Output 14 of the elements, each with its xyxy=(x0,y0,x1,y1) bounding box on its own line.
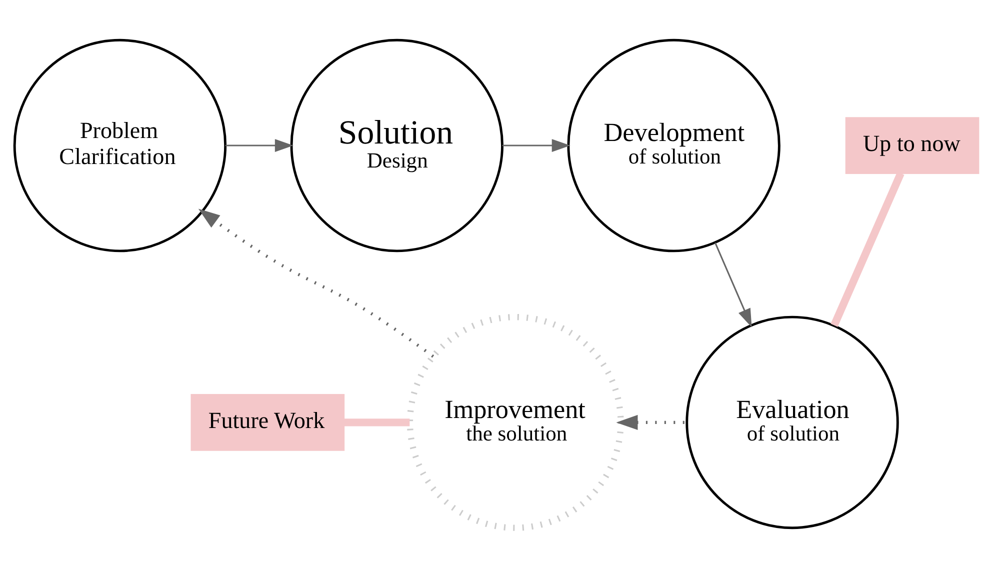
node-circle: Problem Clarification xyxy=(13,38,227,252)
connector xyxy=(830,171,904,326)
node-circle: Evaluation of solution xyxy=(686,315,899,529)
node-circle: Solution Design xyxy=(290,38,504,252)
connector xyxy=(344,418,410,426)
node-circle: Development of solution xyxy=(567,38,780,252)
arrow xyxy=(502,138,570,152)
node-box: Up to now xyxy=(845,116,980,174)
arrow xyxy=(225,138,294,152)
arrow xyxy=(616,414,686,430)
node-box: Future Work xyxy=(190,394,345,450)
node-circle: Improvement the solution xyxy=(406,314,624,530)
arrow xyxy=(714,242,752,327)
arrow xyxy=(198,208,434,358)
